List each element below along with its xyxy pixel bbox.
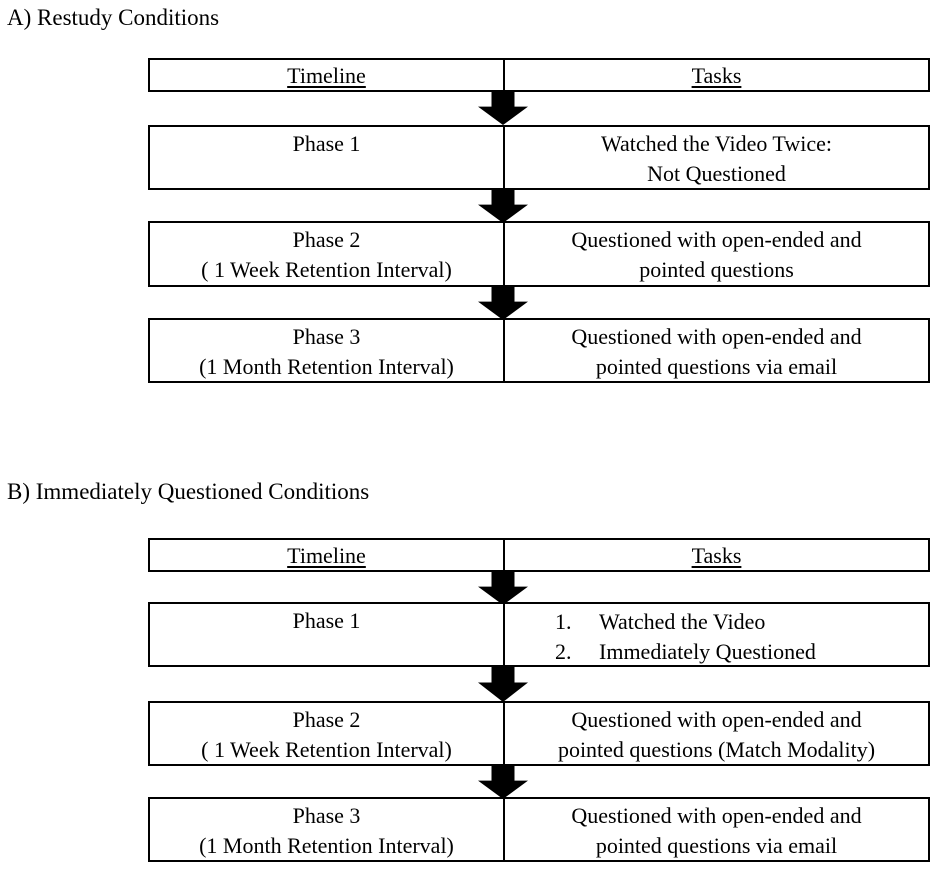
- retention-interval-label: ( 1 Week Retention Interval): [201, 257, 452, 282]
- timeline-header-cell: Timeline: [150, 60, 505, 90]
- section-b-phase-2-row: Phase 2 ( 1 Week Retention Interval) Que…: [148, 701, 930, 766]
- task-text-line: Questioned with open-ended and: [571, 803, 862, 828]
- down-arrow-icon: [478, 666, 528, 702]
- section-a-phase-3-row: Phase 3 (1 Month Retention Interval) Que…: [148, 318, 930, 383]
- phase-label: Phase 2: [292, 227, 361, 252]
- timeline-header-label: Timeline: [287, 543, 366, 568]
- down-arrow-icon: [478, 286, 528, 320]
- tasks-cell: Questioned with open-ended and pointed q…: [505, 703, 928, 764]
- tasks-cell: Questioned with open-ended and pointed q…: [505, 223, 928, 285]
- timeline-header-label: Timeline: [287, 63, 366, 88]
- timeline-cell: Phase 1: [150, 604, 505, 665]
- section-b-header-row: Timeline Tasks: [148, 538, 930, 572]
- task-text-line: Immediately Questioned: [599, 639, 816, 664]
- down-arrow-icon: [478, 189, 528, 223]
- phase-label: Phase 3: [292, 324, 361, 349]
- task-text-line: pointed questions via email: [595, 833, 838, 858]
- timeline-cell: Phase 3 (1 Month Retention Interval): [150, 799, 505, 860]
- phase-label: Phase 2: [292, 707, 361, 732]
- task-list-item: 1. Watched the Video: [555, 607, 928, 637]
- task-text-line: Watched the Video Twice:: [601, 131, 832, 156]
- retention-interval-label: (1 Month Retention Interval): [199, 354, 454, 379]
- task-text-line: Questioned with open-ended and: [571, 707, 862, 732]
- task-text-line: Watched the Video: [599, 609, 766, 634]
- tasks-header-cell: Tasks: [505, 60, 928, 90]
- tasks-header-label: Tasks: [691, 543, 742, 568]
- timeline-cell: Phase 2 ( 1 Week Retention Interval): [150, 223, 505, 285]
- section-b-phase-1-row: Phase 1 1. Watched the Video 2. Immediat…: [148, 602, 930, 667]
- phase-label: Phase 1: [292, 131, 361, 156]
- task-text-line: pointed questions: [639, 257, 794, 282]
- timeline-cell: Phase 1: [150, 127, 505, 188]
- tasks-cell: Watched the Video Twice: Not Questioned: [505, 127, 928, 188]
- tasks-header-label: Tasks: [691, 63, 742, 88]
- down-arrow-icon: [478, 571, 528, 605]
- task-text-line: pointed questions via email: [595, 354, 838, 379]
- list-number: 1.: [555, 609, 572, 634]
- down-arrow-icon: [478, 91, 528, 125]
- section-a-title: A) Restudy Conditions: [7, 5, 220, 30]
- timeline-cell: Phase 2 ( 1 Week Retention Interval): [150, 703, 505, 764]
- task-list-item: 2. Immediately Questioned: [555, 637, 928, 665]
- tasks-cell: Questioned with open-ended and pointed q…: [505, 320, 928, 381]
- task-text-line: Questioned with open-ended and: [571, 324, 862, 349]
- timeline-header-cell: Timeline: [150, 540, 505, 570]
- section-b-phase-3-row: Phase 3 (1 Month Retention Interval) Que…: [148, 797, 930, 862]
- task-text-line: Not Questioned: [647, 161, 786, 186]
- tasks-cell: Questioned with open-ended and pointed q…: [505, 799, 928, 860]
- down-arrow-icon: [478, 765, 528, 799]
- task-text-line: Questioned with open-ended and: [571, 227, 862, 252]
- tasks-header-cell: Tasks: [505, 540, 928, 570]
- section-a-header-row: Timeline Tasks: [148, 58, 930, 92]
- section-a-phase-1-row: Phase 1 Watched the Video Twice: Not Que…: [148, 125, 930, 190]
- tasks-cell: 1. Watched the Video 2. Immediately Ques…: [505, 604, 928, 665]
- list-number: 2.: [555, 639, 572, 664]
- timeline-cell: Phase 3 (1 Month Retention Interval): [150, 320, 505, 381]
- retention-interval-label: ( 1 Week Retention Interval): [201, 737, 452, 762]
- section-b-title: B) Immediately Questioned Conditions: [7, 479, 370, 504]
- retention-interval-label: (1 Month Retention Interval): [199, 833, 454, 858]
- phase-label: Phase 3: [292, 803, 361, 828]
- section-a-phase-2-row: Phase 2 ( 1 Week Retention Interval) Que…: [148, 221, 930, 287]
- task-text-line: pointed questions (Match Modality): [557, 737, 876, 762]
- phase-label: Phase 1: [292, 608, 361, 633]
